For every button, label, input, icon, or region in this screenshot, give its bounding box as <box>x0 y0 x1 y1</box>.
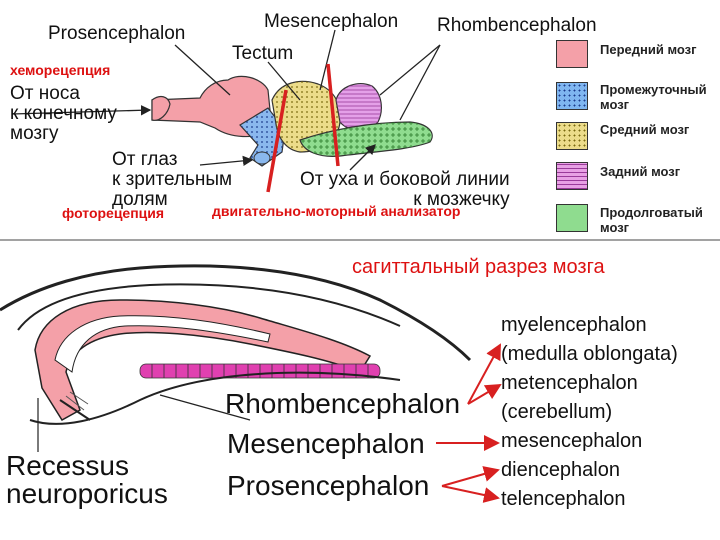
from-eyes-label: От глаз к зрительным долям <box>112 149 233 210</box>
division-item: diencephalon <box>501 459 620 481</box>
legend-swatch-diencephalon <box>556 82 588 110</box>
prosencephalon-bottom-label: Prosencephalon <box>227 470 430 501</box>
rhombencephalon-bottom-label: Rhombencephalon <box>225 388 461 419</box>
prosencephalon-top-label: Prosencephalon <box>48 23 186 44</box>
mesencephalon-bottom-label: Mesencephalon <box>227 428 425 459</box>
legend-swatch-hindbrain <box>556 162 588 190</box>
legend-swatch-medulla <box>556 204 588 232</box>
division-item: (cerebellum) <box>501 401 613 423</box>
red-arrows <box>436 343 502 503</box>
forebrain-region <box>151 75 273 138</box>
motor-analyzer-label: двигательно-моторный анализатор <box>212 203 461 219</box>
red-divider-lines <box>266 63 340 193</box>
mesencephalon-top-label: Mesencephalon <box>264 11 399 32</box>
photoreception-label: фоторецепция <box>62 205 165 221</box>
sagittal-section-graphics <box>0 264 472 452</box>
legend-swatch-forebrain <box>556 40 588 68</box>
from-ear-label: От уха и боковой линии к мозжечку <box>300 169 510 210</box>
divisions-list: myelencephalon (medulla oblongata) meten… <box>501 311 678 514</box>
recessus-neuroporicus-label: Recessus neuroporicus <box>6 450 168 509</box>
division-item: metencephalon <box>501 372 638 394</box>
top-leader-lines <box>11 29 441 171</box>
sagittal-caption: сагиттальный разрез мозга <box>352 256 605 278</box>
division-item: telencephalon <box>501 488 626 510</box>
chemoreception-label: хеморецепция <box>10 62 111 78</box>
legend-label-forebrain: Передний мозг <box>600 42 697 57</box>
division-item: mesencephalon <box>501 430 643 452</box>
legend-label-hindbrain: Задний мозг <box>600 164 681 179</box>
division-item: (medulla oblongata) <box>501 343 678 365</box>
legend-label-diencephalon: Промежуточный мозг <box>600 82 707 112</box>
rhombencephalon-top-label: Rhombencephalon <box>437 15 597 36</box>
tectum-label: Tectum <box>232 43 294 64</box>
from-nose-label: От носа к конечному мозгу <box>10 83 117 144</box>
legend-label-midbrain: Средний мозг <box>600 122 690 137</box>
division-item: myelencephalon <box>501 314 647 336</box>
legend-swatch-midbrain <box>556 122 588 150</box>
legend-label-medulla: Продолговатый мозг <box>600 205 703 235</box>
